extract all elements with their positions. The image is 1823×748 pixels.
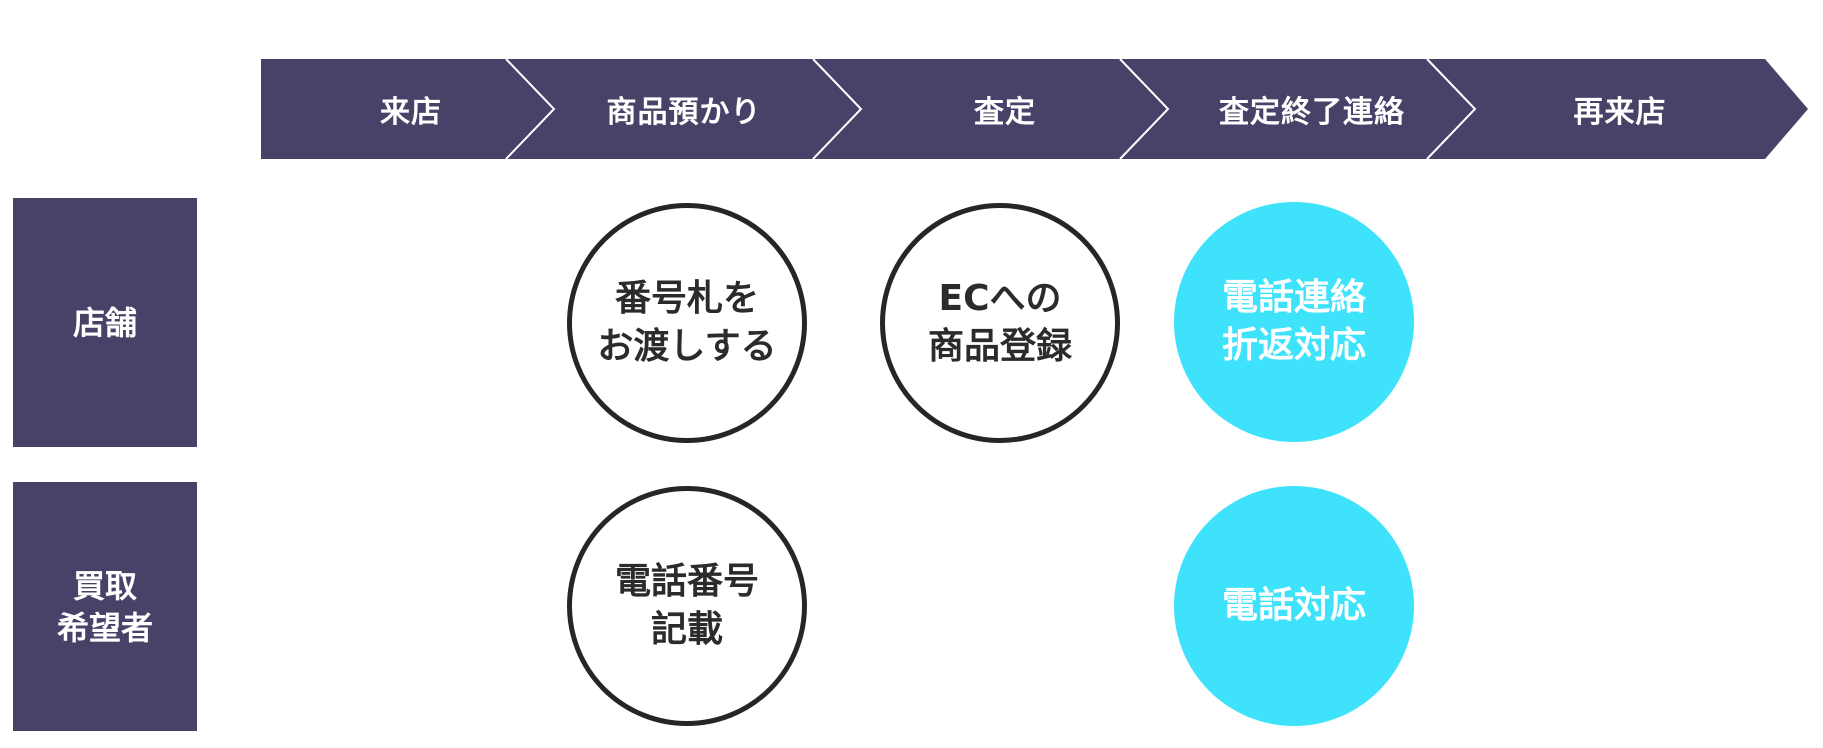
lane-header-label: 店舗 (72, 303, 137, 342)
task-ec-product-registration: ECへの 商品登録 (880, 203, 1120, 443)
task-label: 電話連絡 (1221, 277, 1366, 318)
task-label: 電話番号 (614, 561, 759, 602)
task-write-phone-number: 電話番号 記載 (567, 486, 807, 726)
task-label: ECへの (938, 278, 1062, 319)
task-label: お渡しする (597, 326, 777, 367)
task-phone-contact-callback: 電話連絡 折返対応 (1174, 202, 1414, 442)
lane-header-label: 希望者 (56, 608, 153, 647)
step-divider-chevron (1426, 58, 1477, 160)
process-band (261, 59, 1808, 159)
task-answer-phone: 電話対応 (1174, 486, 1414, 726)
task-label: 折返対応 (1221, 325, 1366, 366)
process-step-visit: 来店 (380, 95, 442, 130)
process-step-appraisal-complete-contact: 査定終了連絡 (1219, 95, 1405, 130)
process-step-item-deposit: 商品預かり (606, 95, 762, 130)
task-label: 商品登録 (927, 326, 1072, 367)
task-label: 電話対応 (1221, 585, 1366, 626)
task-hand-over-number-tag: 番号札を お渡しする (567, 203, 807, 443)
lane-header-label: 買取 (72, 566, 137, 605)
step-divider-chevron (505, 58, 556, 160)
step-divider-chevron (1119, 58, 1170, 160)
step-divider-chevron (812, 58, 863, 160)
task-label: 番号札を (614, 278, 759, 319)
process-step-appraisal: 査定 (974, 95, 1036, 130)
process-flow (261, 58, 1808, 160)
task-label: 記載 (650, 609, 723, 650)
process-step-revisit: 再来店 (1573, 95, 1667, 130)
lane-header-store: 店舗 (13, 198, 197, 447)
lane-header-seller: 買取 希望者 (13, 482, 197, 731)
